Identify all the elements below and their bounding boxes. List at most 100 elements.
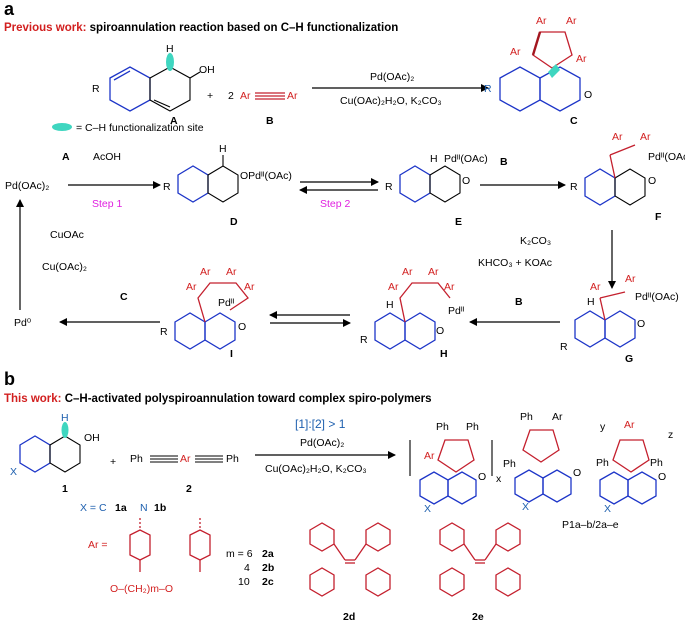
compound-H-Ar-3: Ar [428,266,439,278]
compound-D-structure: H OPdᴵᴵ(OAc) R D [163,143,292,228]
compound-H-Ar-1: Ar [388,281,399,293]
panel-a-header-prefix: Previous work: [4,22,86,34]
monomer-1-OH: OH [84,432,100,444]
compound-F-Ar-2: Ar [640,131,651,143]
polymer-Ph-1: Ph [436,421,449,433]
acoh-label: AcOH [93,151,121,163]
polymer-X-2: X [522,501,529,513]
compound-C-structure: Ar Ar Ar Ar O R C [484,15,592,127]
step2-label: Step 2 [320,198,351,210]
monomer-1-structure: H OH X 1 [10,412,100,495]
polymer-Ar-2: Ar [552,411,563,423]
polymer-X-1: X [424,503,431,515]
monomer-2-Ar: Ar [180,453,191,465]
compound-C-label: C [570,115,578,127]
reagent-B-1: B [500,156,508,168]
polymer-Ph-4: Ph [503,458,516,470]
compound-I-structure: Ar Ar Ar Ar Pdᴵᴵ O R I [160,266,255,360]
linker-2e-label: 2e [472,611,484,623]
compound-G-O: O [637,318,645,330]
compound-B-structure: Ar Ar B [240,90,298,127]
polymer-Ph-3: Ph [520,411,533,423]
compound-B-Ar-left: Ar [240,90,251,102]
x-1a: 1a [115,502,127,514]
cuoac-label: CuOAc [50,229,84,241]
panel-b-header-text: C–H-activated polyspiroannulation toward… [62,393,432,405]
compound-F-O: O [648,175,656,187]
compound-C-Ar-4: Ar [576,53,587,65]
m-line-2-id: 2b [262,562,274,574]
compound-A-R: R [92,83,100,95]
compound-H-O: O [436,325,444,337]
ar-equals: Ar = [88,539,108,551]
m-line-1-id: 2a [262,548,274,560]
compound-D-R: R [163,181,171,193]
panel-a-header: Previous work: spiroannulation reaction … [4,22,398,34]
pd-oac2-start: Pd(OAc)₂ [5,180,49,192]
linker-2e-structure: 2e [439,522,521,623]
compound-D-label: D [230,216,238,228]
monomer-2-Ph-left: Ph [130,453,143,465]
compound-B-label: B [266,115,274,127]
khco3-label: KHCO₃ + KOAc [478,257,552,269]
polymer-x: x [496,473,502,485]
top-catalyst: Pd(OAc)₂ [370,71,414,83]
compound-G-H: H [587,296,595,308]
polymer-Ar-3: Ar [624,419,635,431]
compound-F-label: F [655,211,662,223]
compound-I-Ar-2: Ar [200,266,211,278]
plus-sign-a: + [207,90,213,102]
compound-I-O: O [238,321,246,333]
compound-C-O: O [584,89,592,101]
panel-b-header-prefix: This work: [4,393,62,405]
compound-H-label: H [440,348,448,360]
compound-E-R: R [385,181,393,193]
compound-E-structure: H Pdᴵᴵ(OAc) O R E [385,153,488,228]
compound-H-H: H [386,299,394,311]
compound-G-label: G [625,353,633,365]
compound-I-label: I [230,348,233,360]
compound-A-structure: H OH R A [92,43,215,127]
monomer-1-X: X [10,466,17,478]
monomer-2-structure: Ph Ar Ph 2 [130,453,239,495]
m-line-2-m: 4 [244,562,250,574]
compound-A-label: A [170,115,178,127]
pd0-label: Pd⁰ [14,317,32,329]
polymer-Ph-6: Ph [650,457,663,469]
compound-D-H: H [219,143,227,155]
panel-b-header: This work: C–H-activated polyspiroannula… [4,393,432,405]
compound-A-H: H [166,43,174,55]
monomer-ratio: [1]:[2] > 1 [295,417,346,431]
compound-C-Ar-2: Ar [566,15,577,27]
compound-I-Ar-4: Ar [244,281,255,293]
k2co3-label: K₂CO₃ [520,235,551,247]
compound-C-Ar-3: Ar [510,46,521,58]
compound-G-Ar-2: Ar [625,273,636,285]
compound-G-R: R [560,341,568,353]
monomer-1-label: 1 [62,483,68,495]
polymer-product-structure: Ph Ph Ar O x Ph Ar Ph O y Ar Ph Ph O z X… [409,411,673,515]
monomer-1-H: H [61,412,69,424]
compound-G-Pd: Pdᴵᴵ(OAc) [635,291,679,303]
compound-E-Pd: Pdᴵᴵ(OAc) [444,153,488,165]
compound-I-R: R [160,326,168,338]
compound-D-OPd: OPdᴵᴵ(OAc) [240,170,292,182]
compound-I-Pd: Pdᴵᴵ [218,297,235,309]
compound-H-Ar-4: Ar [444,281,455,293]
compound-I-Ar-3: Ar [226,266,237,278]
compound-E-H: H [430,153,438,165]
ch-site-legend-text: = C–H functionalization site [76,122,204,134]
polymer-O-1: O [478,471,486,483]
conditions-b: Cu(OAc)₂H₂O, K₂CO₃ [265,463,367,475]
reagent-B-2: B [515,296,523,308]
linker-2d-structure: 2d [309,522,391,623]
compound-I-Ar-1: Ar [186,281,197,293]
catalyst-b: Pd(OAc)₂ [300,437,344,449]
compound-E-label: E [455,216,462,228]
compound-G-structure: Ar Ar Pdᴵᴵ(OAc) O H R G [560,273,679,365]
compound-B-Ar-right: Ar [287,90,298,102]
m-line-1-m: m = 6 [226,548,253,560]
compound-H-Pd: Pdᴵᴵ [448,305,465,317]
polymer-Ph-5: Ph [596,457,609,469]
